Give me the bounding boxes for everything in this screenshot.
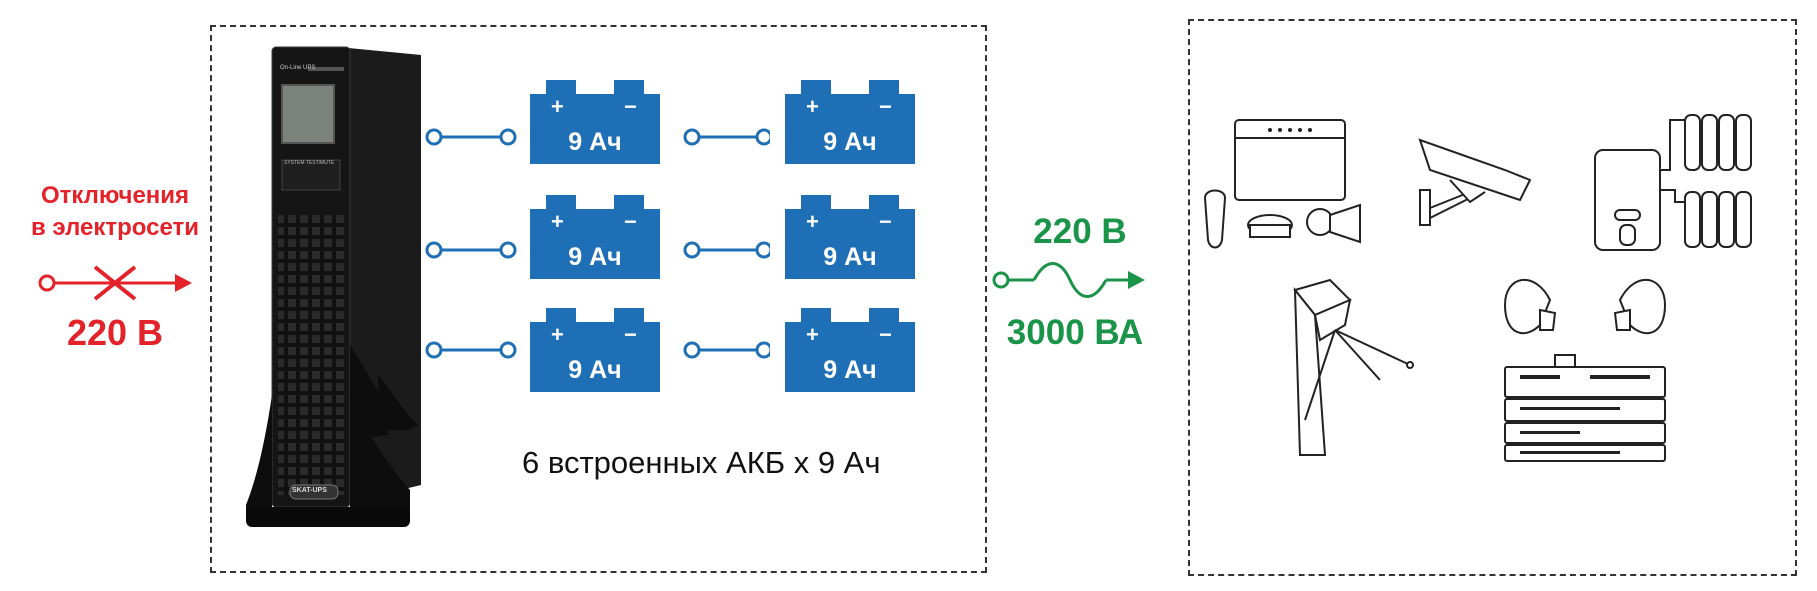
battery-6: + − 9 Ач [785,308,915,392]
minus-sign: − [879,209,892,234]
plus-sign: + [551,94,564,119]
battery-4: + − 9 Ач [785,195,915,279]
battery-capacity: 9 Ач [568,128,622,156]
security-panel-icon [1203,119,1361,249]
plus-sign: + [806,94,819,119]
power-outage-line1: Отключения [40,182,190,209]
battery-capacity: 9 Ач [823,243,877,271]
minus-sign: − [879,94,892,119]
battery-2: + − 9 Ач [785,80,915,164]
plus-sign: + [806,322,819,347]
power-outage-label: Отключения в электросети [30,180,200,244]
heating-boiler-icon [1594,114,1752,251]
minus-sign: − [624,322,637,347]
input-line-crossed-icon [38,265,192,301]
cctv-camera-icon [1418,138,1532,226]
plus-sign: + [806,209,819,234]
battery-caption: 6 встроенных АКБ х 9 Ач [522,445,881,480]
minus-sign: − [624,209,637,234]
input-voltage: 220 В [66,312,164,353]
power-outage-line2: в электросети [30,214,199,241]
minus-sign: − [624,94,637,119]
battery-capacity: 9 Ач [823,356,877,384]
ups-button-labels: SYSTEM TEST/MUTE [284,160,335,166]
plus-sign: + [551,322,564,347]
minus-sign: − [879,322,892,347]
battery-capacity: 9 Ач [823,128,877,156]
loads-frame [1188,19,1797,576]
ups-brand-label: SKAT-UPS [292,487,327,494]
ups-frame [210,25,987,573]
battery-3: + − 9 Ач [530,195,660,279]
battery-capacity: 9 Ач [568,243,622,271]
ups-panel-label: On-Line UPS [280,65,316,71]
output-voltage: 220 В [1033,212,1127,251]
battery-5: + − 9 Ач [530,308,660,392]
ups-tower-image [246,46,421,527]
battery-capacity: 9 Ач [568,356,622,384]
output-power: 3000 ВА [1006,313,1144,352]
battery-1: + − 9 Ач [530,80,660,164]
pa-system-icon [1503,279,1667,462]
battery-connectors [425,128,770,359]
plus-sign: + [551,209,564,234]
ac-output-arrow-icon [992,262,1145,298]
turnstile-icon [1293,278,1414,456]
